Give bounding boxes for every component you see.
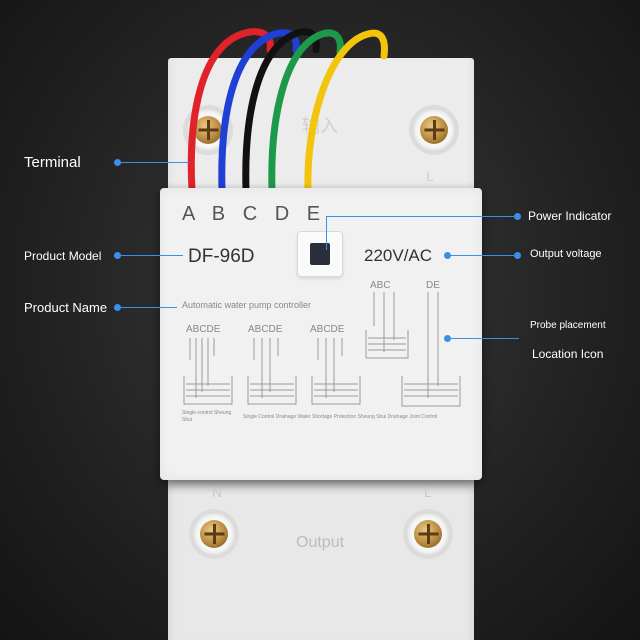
product-model-annotation-line [121, 255, 183, 256]
product-name-text: Automatic water pump controller [182, 300, 312, 310]
power-indicator-annotation-vline [326, 216, 327, 250]
output-voltage-annotation-dot-left [444, 252, 451, 259]
output-marking: Output [296, 534, 345, 551]
green-wire [268, 29, 344, 194]
probe-annotation-line [451, 338, 519, 339]
product-name-annotation-dot [114, 304, 121, 311]
terminal-annotation-dot [114, 159, 121, 166]
bottom-left-terminal-screw [192, 512, 236, 556]
diagram-label-3: ABCDE [310, 324, 345, 335]
product-model-annotation-dot [114, 252, 121, 259]
output-voltage-annotation: Output voltage [530, 248, 602, 260]
model-text: DF-96D [188, 246, 255, 267]
diagram-label-5: DE [426, 280, 440, 291]
output-voltage-annotation-dot [514, 252, 521, 259]
terminal-annotation: Terminal [24, 154, 81, 171]
device-bottom-housing [168, 478, 474, 640]
diagram-label-1: ABCDE [186, 324, 221, 335]
bottom-right-terminal-screw [406, 512, 450, 556]
location-icon-annotation: Location Icon [532, 347, 604, 361]
diagram-caption-2: Single Control Drainage Water Shortage P… [243, 414, 438, 420]
power-indicator-annotation: Power Indicator [528, 209, 612, 223]
diagram-caption-1: Single-control Sheung Shui [182, 410, 232, 423]
yellow-wire [304, 29, 388, 194]
output-voltage-annotation-line [451, 255, 517, 256]
product-model-annotation: Product Model [24, 249, 102, 263]
power-indicator-housing [298, 232, 342, 276]
diagram-label-2: ABCDE [248, 324, 283, 335]
power-indicator-led [310, 243, 330, 265]
terminal-annotation-line [121, 162, 189, 163]
l-marking: L [424, 484, 432, 500]
terminal-letters: A B C D E [182, 203, 327, 225]
top-l-marking: L [426, 168, 434, 184]
product-name-annotation: Product Name [24, 300, 108, 315]
top-right-terminal-screw [412, 108, 456, 152]
power-indicator-annotation-line [326, 216, 516, 217]
power-indicator-annotation-dot [514, 213, 521, 220]
product-name-annotation-line [121, 307, 177, 308]
probe-placement-annotation: Probe placement [530, 320, 606, 331]
n-marking: N [212, 484, 223, 500]
diagram-label-4: ABC [370, 280, 391, 291]
voltage-text: 220V/AC [364, 246, 433, 265]
probe-annotation-dot [444, 335, 451, 342]
